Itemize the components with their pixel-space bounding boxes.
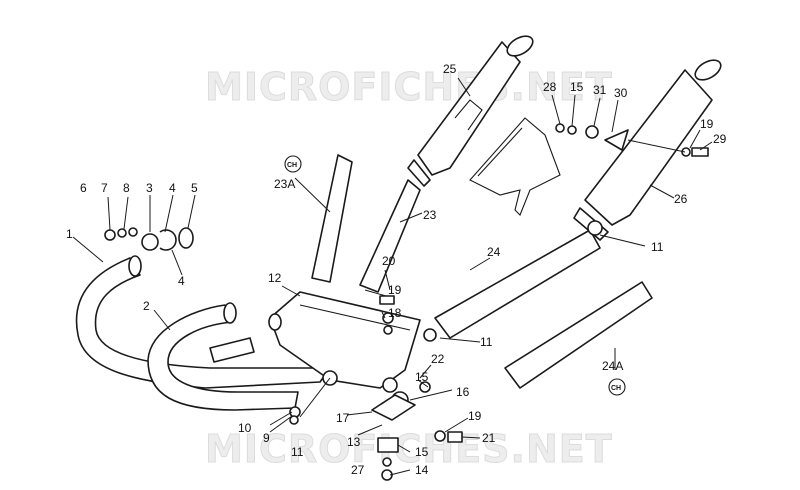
label-part-24: 24: [487, 245, 501, 259]
label-part-3: 3: [146, 181, 153, 195]
label-part-27: 27: [351, 463, 365, 477]
label-part-12: 12: [268, 271, 282, 285]
label-part-30: 30: [614, 86, 628, 100]
label-part-4b: 4: [178, 274, 185, 288]
label-part-23a: 23A: [274, 177, 295, 191]
label-part-8: 8: [123, 181, 130, 195]
fasteners: [104, 123, 709, 481]
exhaust-header-pipes: [75, 255, 331, 411]
label-part-10: 10: [238, 421, 252, 435]
label-part-21: 21: [482, 431, 496, 445]
leader-lines: [72, 77, 713, 476]
silencer-bracket: [469, 117, 561, 216]
label-part-13: 13: [347, 435, 361, 449]
label-part-14: 14: [415, 463, 429, 477]
label-part-19c: 19: [700, 117, 714, 131]
label-part-28: 28: [543, 80, 557, 94]
label-part-17: 17: [336, 411, 350, 425]
link-pipe-24: [434, 229, 601, 339]
label-part-2: 2: [143, 299, 150, 313]
label-part-29: 29: [713, 132, 727, 146]
label-part-1: 1: [66, 227, 73, 241]
label-part-15b: 15: [415, 370, 429, 384]
label-part-5: 5: [191, 181, 198, 195]
silencer-left: [407, 35, 534, 187]
label-part-19b: 19: [468, 409, 482, 423]
label-part-31: 31: [593, 83, 607, 97]
label-part-18: 18: [388, 306, 402, 320]
connector-pipe-23a: [311, 154, 353, 283]
label-part-22: 22: [431, 352, 445, 366]
label-part-7: 7: [101, 181, 108, 195]
label-part-9: 9: [263, 431, 270, 445]
watermark-top: MICROFICHES.NET: [205, 65, 613, 109]
svg-text:CH: CH: [611, 385, 621, 392]
connector-pipe-23: [359, 179, 421, 293]
ch-badge-upper: CH: [284, 155, 302, 173]
label-part-15a: 15: [570, 80, 584, 94]
ch-badge-lower: CH: [608, 378, 626, 396]
label-part-26: 26: [674, 192, 688, 206]
label-part-11c: 11: [651, 240, 664, 254]
label-part-19a: 19: [388, 283, 402, 297]
label-part-11a: 11: [291, 445, 304, 459]
link-pipe-24a: [504, 281, 653, 389]
label-part-20: 20: [382, 254, 396, 268]
label-part-24a: 24A: [602, 359, 623, 373]
label-part-25: 25: [443, 62, 457, 76]
label-part-16: 16: [456, 385, 470, 399]
label-part-6: 6: [80, 181, 87, 195]
svg-text:CH: CH: [287, 162, 297, 169]
label-part-4a: 4: [169, 181, 176, 195]
part-number-labels: 1 2 3 4 4 5 6 7 8 9 10 11 11 11 12 13 14…: [66, 62, 727, 477]
label-part-23: 23: [423, 208, 437, 222]
watermark-bottom: MICROFICHES.NET: [205, 427, 613, 471]
label-part-11b: 11: [480, 335, 493, 349]
label-part-15c: 15: [415, 445, 429, 459]
